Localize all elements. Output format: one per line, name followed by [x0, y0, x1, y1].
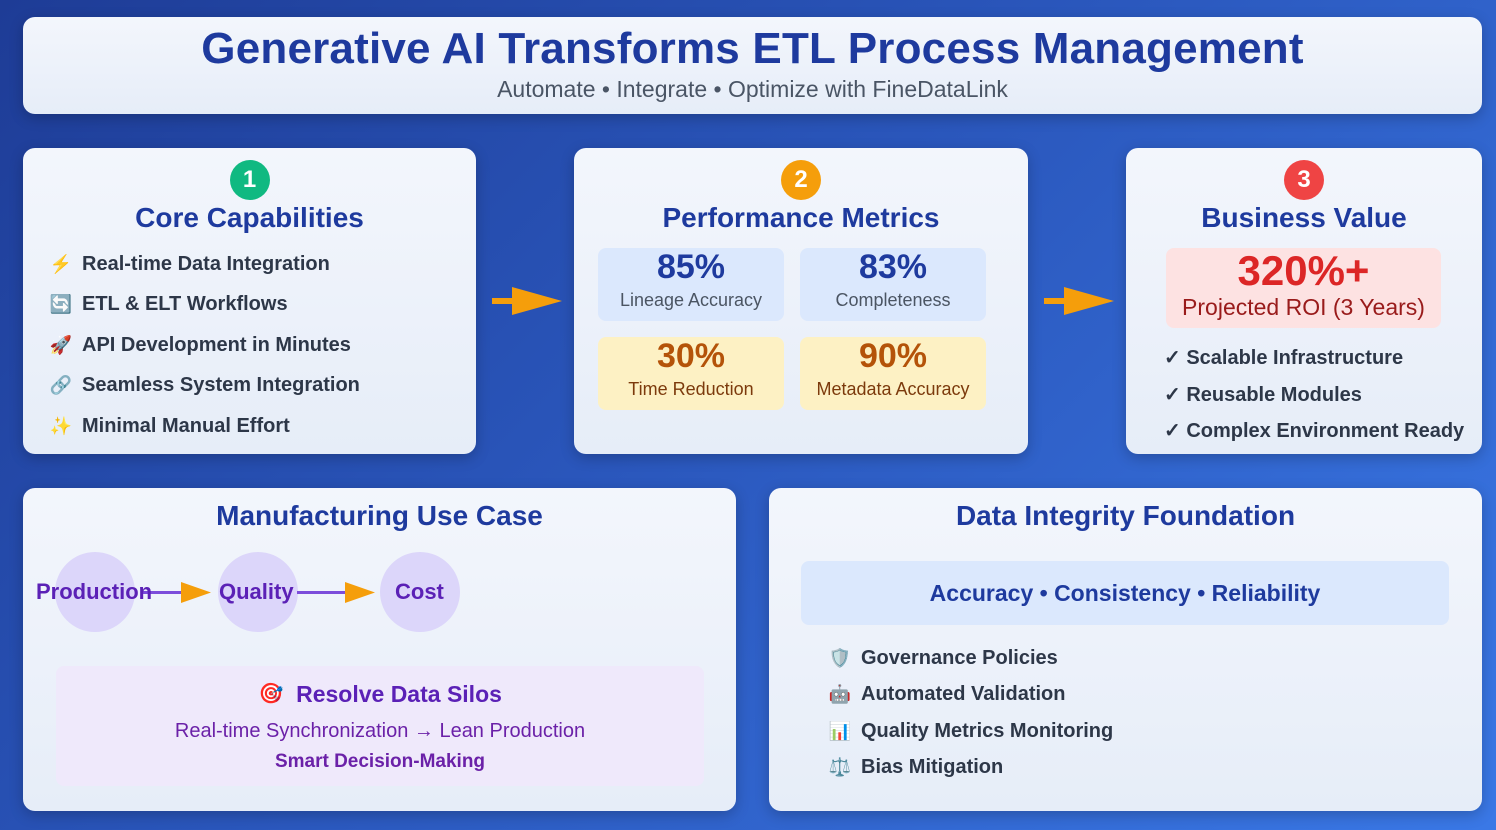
metric-tile-completeness: 83% Completeness: [800, 248, 986, 321]
roi-highlight: 320%+ Projected ROI (3 Years): [1166, 248, 1441, 328]
metric-label: Completeness: [835, 290, 951, 310]
integrity-pillars: Accuracy • Consistency • Reliability: [801, 561, 1449, 625]
integrity-item: 📊 Quality Metrics Monitoring: [829, 713, 1113, 750]
flow-arrow-icon: [141, 582, 211, 603]
integrity-label: Automated Validation: [861, 683, 1066, 706]
metrics-grid: 85% Lineage Accuracy 83% Completeness 30…: [598, 248, 1028, 410]
metric-label: Metadata Accuracy: [816, 379, 970, 399]
metric-value: 90%: [858, 337, 928, 375]
integrity-item: 🤖 Automated Validation: [829, 677, 1113, 714]
scales-icon: ⚖️: [828, 757, 852, 778]
capability-label: Seamless System Integration: [82, 374, 360, 397]
flow-node-cost: [380, 552, 460, 632]
business-value-title: Business Value: [1201, 202, 1407, 233]
capability-label: API Development in Minutes: [82, 333, 351, 356]
integrity-label: Governance Policies: [861, 646, 1058, 669]
metric-tile-lineage-accuracy: 85% Lineage Accuracy: [598, 248, 784, 321]
lightning-icon: ⚡: [49, 253, 73, 274]
sparkles-icon: ✨: [49, 415, 73, 436]
header-banner: Generative AI Transforms ETL Process Man…: [23, 17, 1482, 114]
manufacturing-use-case-card: Manufacturing Use Case Production Qualit…: [23, 488, 736, 811]
metric-tile-time-reduction: 30% Time Reduction: [598, 337, 784, 410]
capabilities-list: ⚡ Real-time Data Integration 🔄 ETL & ELT…: [50, 244, 476, 447]
rocket-icon: 🚀: [49, 334, 73, 355]
metric-value: 83%: [858, 248, 928, 286]
value-item: ✓ Scalable Infrastructure: [1164, 347, 1404, 369]
step-badge-2: 2: [781, 160, 821, 200]
flow-label: Quality: [219, 579, 294, 604]
integrity-item: ⚖️ Bias Mitigation: [829, 750, 1113, 787]
integrity-list: 🛡️ Governance Policies 🤖 Automated Valid…: [829, 640, 1113, 786]
flow-node-quality: [218, 552, 298, 632]
flow-arrow-icon: [297, 582, 375, 603]
capability-item: ✨ Minimal Manual Effort: [50, 406, 476, 447]
metric-label: Lineage Accuracy: [619, 290, 763, 310]
target-icon: 🎯: [258, 683, 284, 705]
metric-value: 30%: [656, 337, 726, 375]
shield-icon: 🛡️: [828, 647, 852, 668]
flow-label: Cost: [395, 579, 444, 604]
capability-item: ⚡ Real-time Data Integration: [50, 244, 476, 285]
robot-icon: 🤖: [828, 684, 852, 705]
core-capabilities-card: 1 Core Capabilities ⚡ Real-time Data Int…: [23, 148, 476, 454]
bar-chart-icon: 📊: [828, 720, 852, 741]
metric-label: Time Reduction: [628, 379, 754, 399]
performance-metrics-card: 2 Performance Metrics 85% Lineage Accura…: [574, 148, 1028, 454]
value-list: ✓ Scalable Infrastructure ✓ Reusable Mod…: [1164, 340, 1482, 450]
capability-item: 🔄 ETL & ELT Workflows: [50, 285, 476, 326]
business-value-card: 3 Business Value 320%+ Projected ROI (3 …: [1126, 148, 1482, 454]
metric-tile-metadata-accuracy: 90% Metadata Accuracy: [800, 337, 986, 410]
metric-value: 85%: [656, 248, 726, 286]
resolve-silos-panel: 🎯 Resolve Data Silos Real-time Synchroni…: [56, 666, 704, 786]
capability-label: Real-time Data Integration: [82, 252, 330, 275]
integrity-label: Bias Mitigation: [861, 756, 1004, 779]
roi-label: Projected ROI (3 Years): [1182, 294, 1425, 320]
integrity-title: Data Integrity Foundation: [955, 500, 1296, 531]
page-title: Generative AI Transforms ETL Process Man…: [201, 24, 1304, 73]
capability-item: 🚀 API Development in Minutes: [50, 325, 476, 366]
roi-value: 320%+: [1237, 247, 1370, 294]
core-capabilities-title: Core Capabilities: [135, 202, 364, 233]
performance-metrics-title: Performance Metrics: [662, 202, 940, 233]
step-badge-3: 3: [1284, 160, 1324, 200]
integrity-item: 🛡️ Governance Policies: [829, 640, 1113, 677]
value-item: ✓ Reusable Modules: [1164, 383, 1362, 406]
value-item: ✓ Complex Environment Ready: [1164, 420, 1465, 442]
refresh-icon: 🔄: [49, 294, 73, 315]
page-subtitle: Automate • Integrate • Optimize with Fin…: [497, 76, 1008, 102]
step-badge-1: 1: [229, 160, 270, 200]
link-icon: 🔗: [49, 375, 73, 396]
capability-label: Minimal Manual Effort: [82, 414, 290, 437]
capability-label: ETL & ELT Workflows: [82, 293, 288, 316]
silos-outcome: Smart Decision-Making: [274, 751, 486, 772]
integrity-label: Quality Metrics Monitoring: [861, 719, 1114, 742]
silos-title: Resolve Data Silos: [296, 681, 502, 707]
arrow-right-icon: [1044, 287, 1114, 315]
silos-description: Real-time Synchronization → Lean Product…: [174, 720, 586, 742]
flow-label: Production: [36, 579, 153, 604]
arrow-right-icon: [492, 287, 562, 315]
data-integrity-card: Data Integrity Foundation Accuracy • Con…: [769, 488, 1482, 811]
use-case-title: Manufacturing Use Case: [216, 500, 543, 531]
capability-item: 🔗 Seamless System Integration: [50, 366, 476, 407]
flow-node-production: [55, 552, 135, 632]
process-flow: Production Quality Cost: [23, 552, 736, 636]
